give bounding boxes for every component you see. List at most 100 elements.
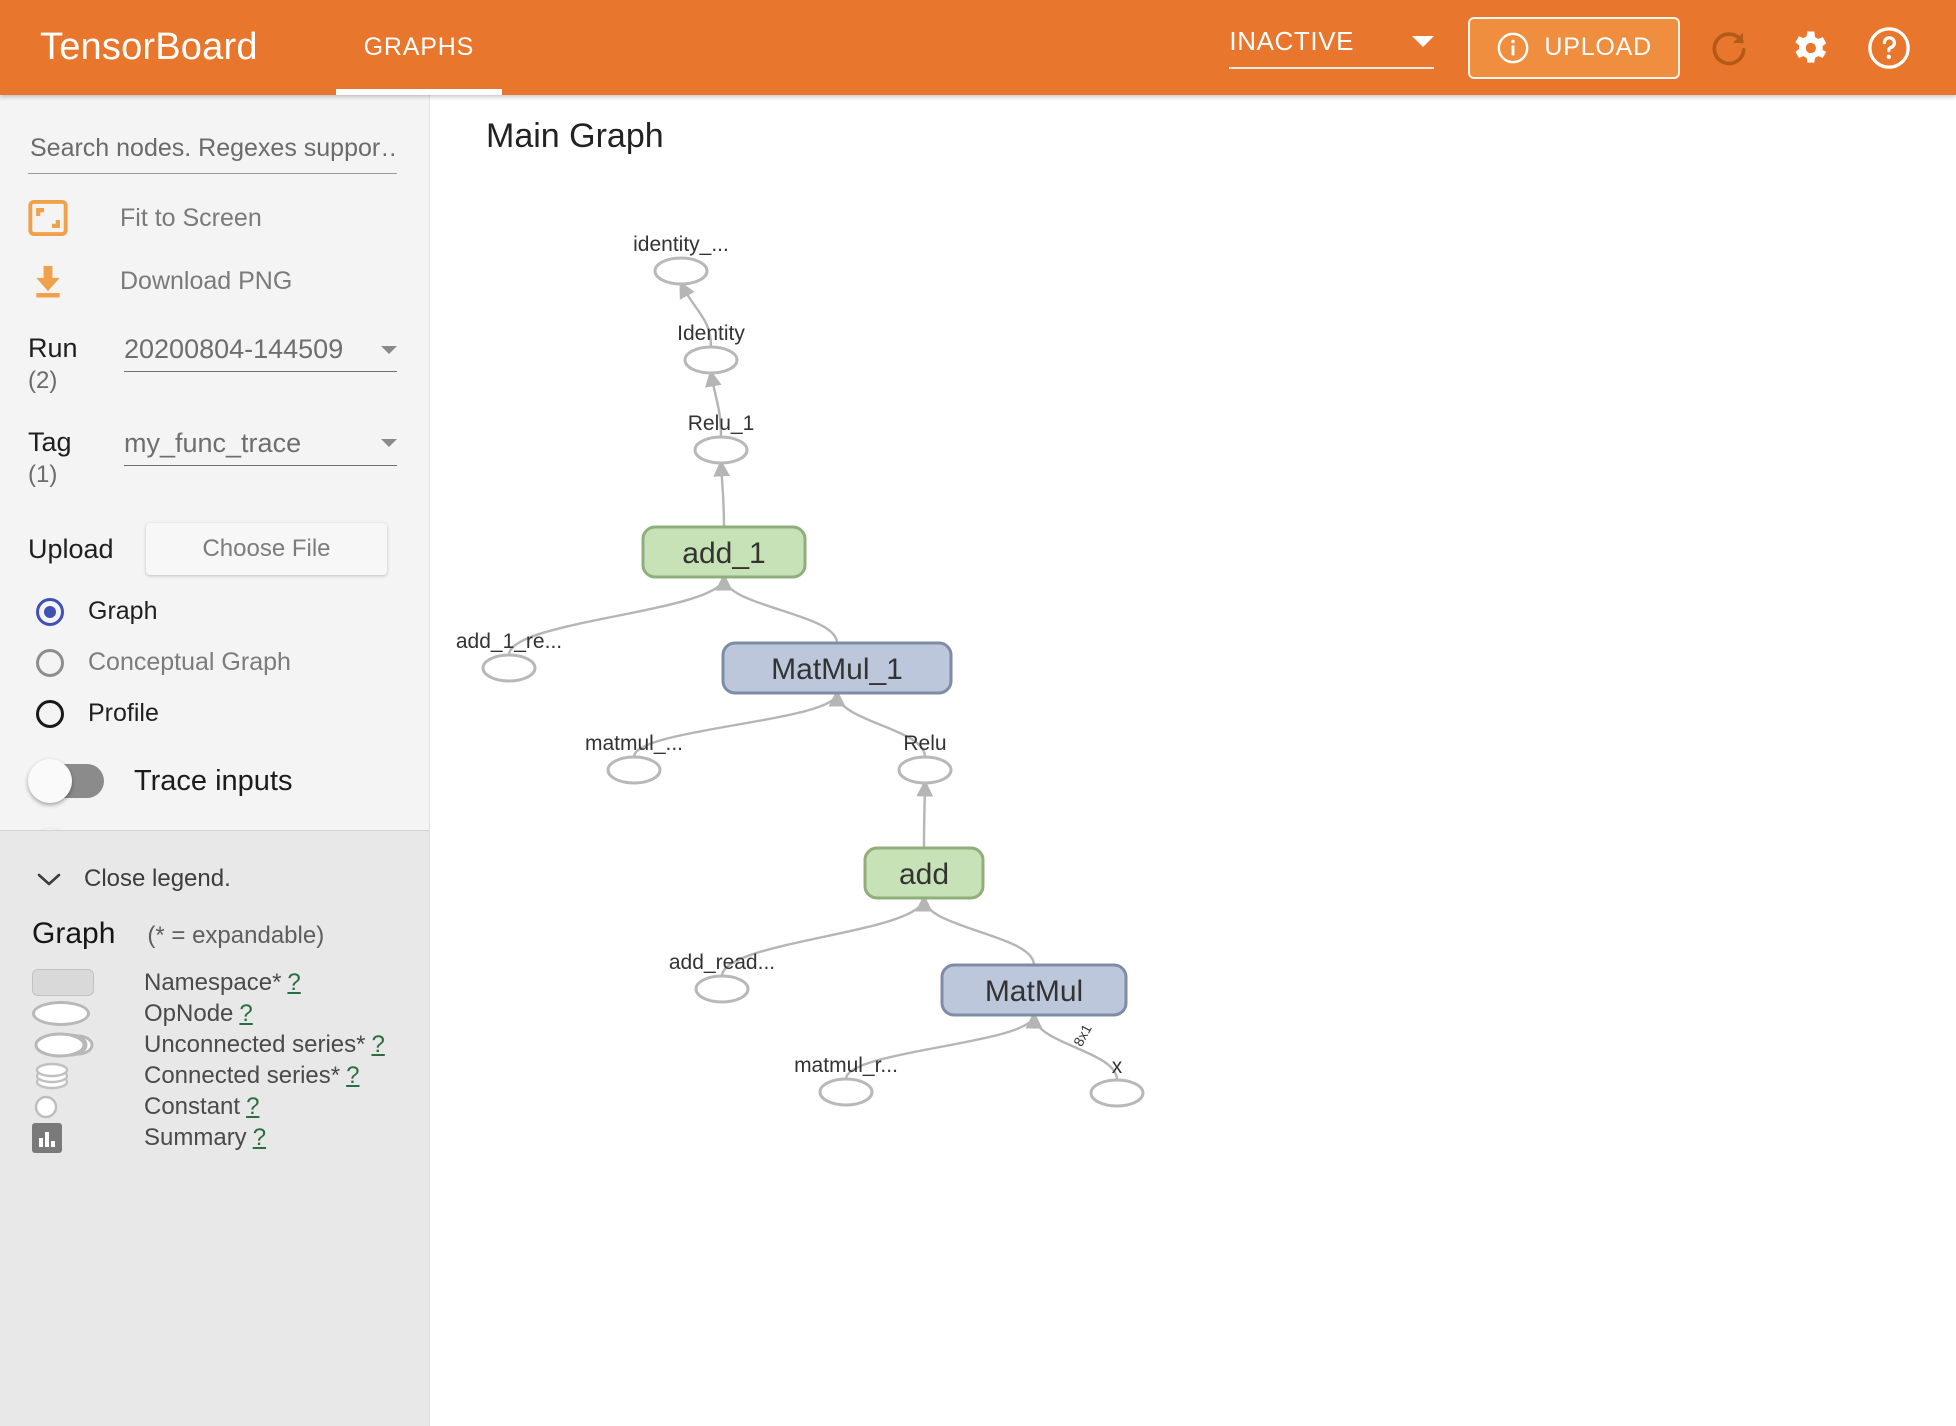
graph-node-MatMul_1[interactable]: MatMul_1 [721, 641, 953, 695]
toggle-trace-inputs-label: Trace inputs [134, 764, 293, 797]
run-state-dropdown[interactable]: INACTIVE [1229, 26, 1435, 69]
toggle-trace-inputs[interactable]: Trace inputs [28, 759, 429, 804]
node-label: add [899, 858, 949, 891]
graph-node-add_1_read[interactable]: add_1_re... [456, 630, 562, 683]
graph-node-identity_1[interactable]: identity_... [633, 233, 729, 286]
graph-node-add_1[interactable]: add_1 [641, 525, 807, 579]
connected-series-symbol-icon [32, 1060, 110, 1092]
sidebar: Fit to Screen Download PNG Run (2) 20200… [0, 95, 430, 1426]
nav-tabs: GRAPHS [335, 0, 503, 95]
app-header: TensorBoard GRAPHS INACTIVE UPLOAD [0, 0, 1956, 95]
op-node-shape [694, 974, 750, 1004]
download-png-button[interactable]: Download PNG [28, 262, 429, 300]
op-node-shape [653, 256, 709, 286]
page-title: Main Graph [486, 117, 664, 155]
help-link-namespace[interactable]: ? [287, 968, 301, 996]
legend-item-opnode: OpNode? [32, 998, 429, 1029]
tag-label: Tag (1) [28, 427, 124, 487]
graph-edge [507, 573, 733, 656]
tag-value: my_func_trace [124, 427, 302, 458]
search-field [28, 133, 401, 174]
graph-node-Identity[interactable]: Identity [677, 322, 745, 375]
upload-label: Upload [28, 533, 114, 564]
run-value: 20200804-144509 [124, 334, 344, 364]
node-label: x [1112, 1055, 1123, 1078]
upload-button[interactable]: UPLOAD [1468, 16, 1680, 79]
radio-graph[interactable]: Graph [36, 597, 429, 626]
graph-node-x[interactable]: x [1089, 1055, 1145, 1108]
node-label: add_read... [669, 951, 775, 974]
edge-label: 8x1 [1070, 1021, 1095, 1049]
legend-panel: Close legend. Graph (* = expandable) Nam… [0, 830, 429, 1426]
radio-graph-indicator [36, 597, 64, 626]
legend-heading-row: Graph (* = expandable) [32, 917, 429, 951]
op-node-shape [1089, 1078, 1145, 1108]
info-icon [1498, 32, 1529, 63]
upload-row: Upload Choose File [28, 523, 387, 576]
refresh-icon [1712, 31, 1746, 65]
graph-node-add_read[interactable]: add_read... [669, 951, 775, 1004]
node-label: Relu_1 [688, 412, 755, 435]
legend-label-constant: Constant? [144, 1092, 260, 1120]
radio-graph-label: Graph [88, 597, 158, 626]
op-node-shape [481, 653, 537, 683]
chevron-down-icon [381, 439, 397, 448]
graph-node-add[interactable]: add [863, 846, 985, 900]
namespace-node-shape [641, 525, 807, 579]
tag-select[interactable]: my_func_trace [124, 428, 397, 466]
close-legend-button[interactable]: Close legend. [36, 865, 429, 893]
graph-node-Relu_1[interactable]: Relu_1 [688, 412, 755, 465]
help-link-summary[interactable]: ? [252, 1123, 267, 1151]
node-label: Identity [677, 322, 745, 345]
run-select[interactable]: 20200804-144509 [124, 334, 397, 372]
settings-button[interactable] [1778, 17, 1840, 79]
radio-conceptual-graph-indicator [36, 648, 64, 677]
graph-node-matmul_read[interactable]: matmul_r... [794, 1054, 898, 1107]
help-link-constant[interactable]: ? [246, 1092, 260, 1120]
radio-profile[interactable]: Profile [36, 699, 429, 728]
node-label: add_1 [682, 537, 765, 570]
choose-file-button[interactable]: Choose File [146, 523, 387, 576]
graph-edge [632, 689, 846, 758]
radio-conceptual-graph-label: Conceptual Graph [88, 648, 291, 677]
op-node-shape [693, 435, 749, 465]
tab-graphs[interactable]: GRAPHS [335, 0, 503, 95]
help-link-connected-series[interactable]: ? [346, 1061, 360, 1089]
radio-profile-indicator [36, 699, 64, 728]
legend-label-unconnected-series: Unconnected series*? [144, 1030, 385, 1058]
graph-node-matmul_1_read[interactable]: matmul_... [585, 732, 683, 785]
download-png-label: Download PNG [120, 266, 293, 295]
summary-symbol-icon [32, 1122, 110, 1153]
help-button[interactable] [1858, 17, 1920, 79]
radio-conceptual-graph[interactable]: Conceptual Graph [36, 648, 429, 677]
gear-icon [1795, 31, 1827, 63]
fit-to-screen-icon [28, 200, 68, 236]
fit-to-screen-button[interactable]: Fit to Screen [28, 200, 429, 236]
opnode-symbol-icon [32, 1001, 110, 1026]
search-input[interactable] [28, 133, 401, 164]
graph-node-MatMul[interactable]: MatMul [940, 963, 1128, 1017]
graph-edge [713, 459, 731, 528]
legend-label-opnode: OpNode? [144, 999, 253, 1027]
constant-symbol-icon [32, 1092, 110, 1122]
help-link-unconnected-series[interactable]: ? [371, 1030, 385, 1058]
legend-label-namespace: Namespace*? [144, 968, 301, 996]
graph-node-Relu[interactable]: Relu [897, 732, 953, 785]
namespace-node-shape [721, 641, 953, 695]
legend-heading: Graph [32, 917, 116, 950]
graph-edge [705, 369, 723, 438]
toggle-trace-inputs-switch[interactable] [28, 759, 104, 804]
legend-item-connected-series: Connected series*? [32, 1060, 429, 1091]
namespace-symbol-icon [32, 969, 110, 996]
node-label: MatMul [985, 975, 1083, 1008]
namespace-node-shape [940, 963, 1128, 1017]
node-label: add_1_re... [456, 630, 562, 653]
help-link-opnode[interactable]: ? [239, 999, 253, 1027]
tag-selector-row: Tag (1) my_func_trace [28, 427, 397, 487]
refresh-button[interactable] [1698, 17, 1760, 79]
node-label: identity_... [633, 233, 729, 256]
